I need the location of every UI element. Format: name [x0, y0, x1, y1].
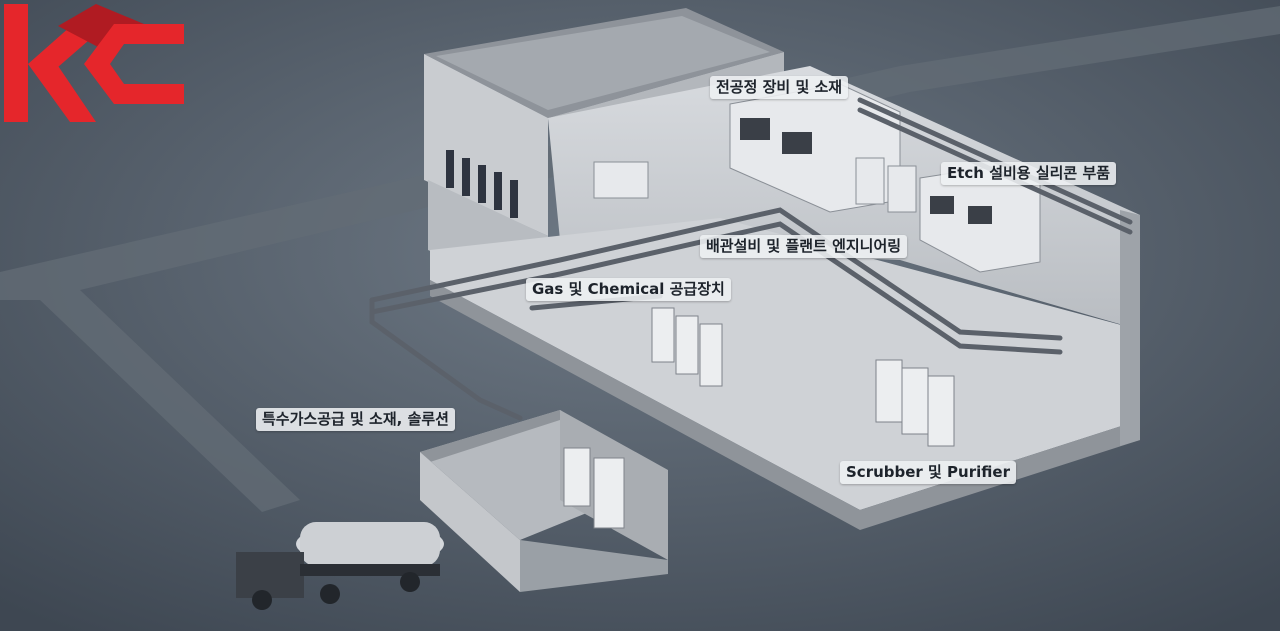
gas-yard-back-wall	[420, 410, 560, 462]
label-scrubber-purifier: Scrubber 및 Purifier	[840, 461, 1016, 484]
main-floor-edge	[430, 280, 1140, 530]
label-piping-engineering: 배관설비 및 플랜트 엔지니어링	[700, 235, 908, 258]
tanker-truck	[236, 522, 444, 610]
right-wall	[1120, 210, 1140, 446]
gas-cabinets	[651, 307, 723, 387]
upper-building-roof-inner	[436, 16, 770, 110]
label-gas-chemical-supply: Gas 및 Chemical 공급장치	[526, 278, 731, 301]
gas-yard-front-wall	[420, 452, 520, 592]
label-front-end-equipment: 전공정 장비 및 소재	[710, 76, 849, 99]
label-etch-silicon-parts: Etch 설비용 실리콘 부품	[941, 162, 1117, 185]
upper-equipment-dark-panels	[740, 118, 992, 224]
label-special-gas: 특수가스공급 및 소재, 솔루션	[256, 408, 455, 431]
building-windows	[446, 150, 518, 218]
gas-yard-cabinets	[563, 447, 625, 529]
scrubber-units	[875, 359, 955, 447]
kc-logo-icon	[4, 4, 184, 122]
gas-yard-floor-base	[520, 540, 668, 592]
